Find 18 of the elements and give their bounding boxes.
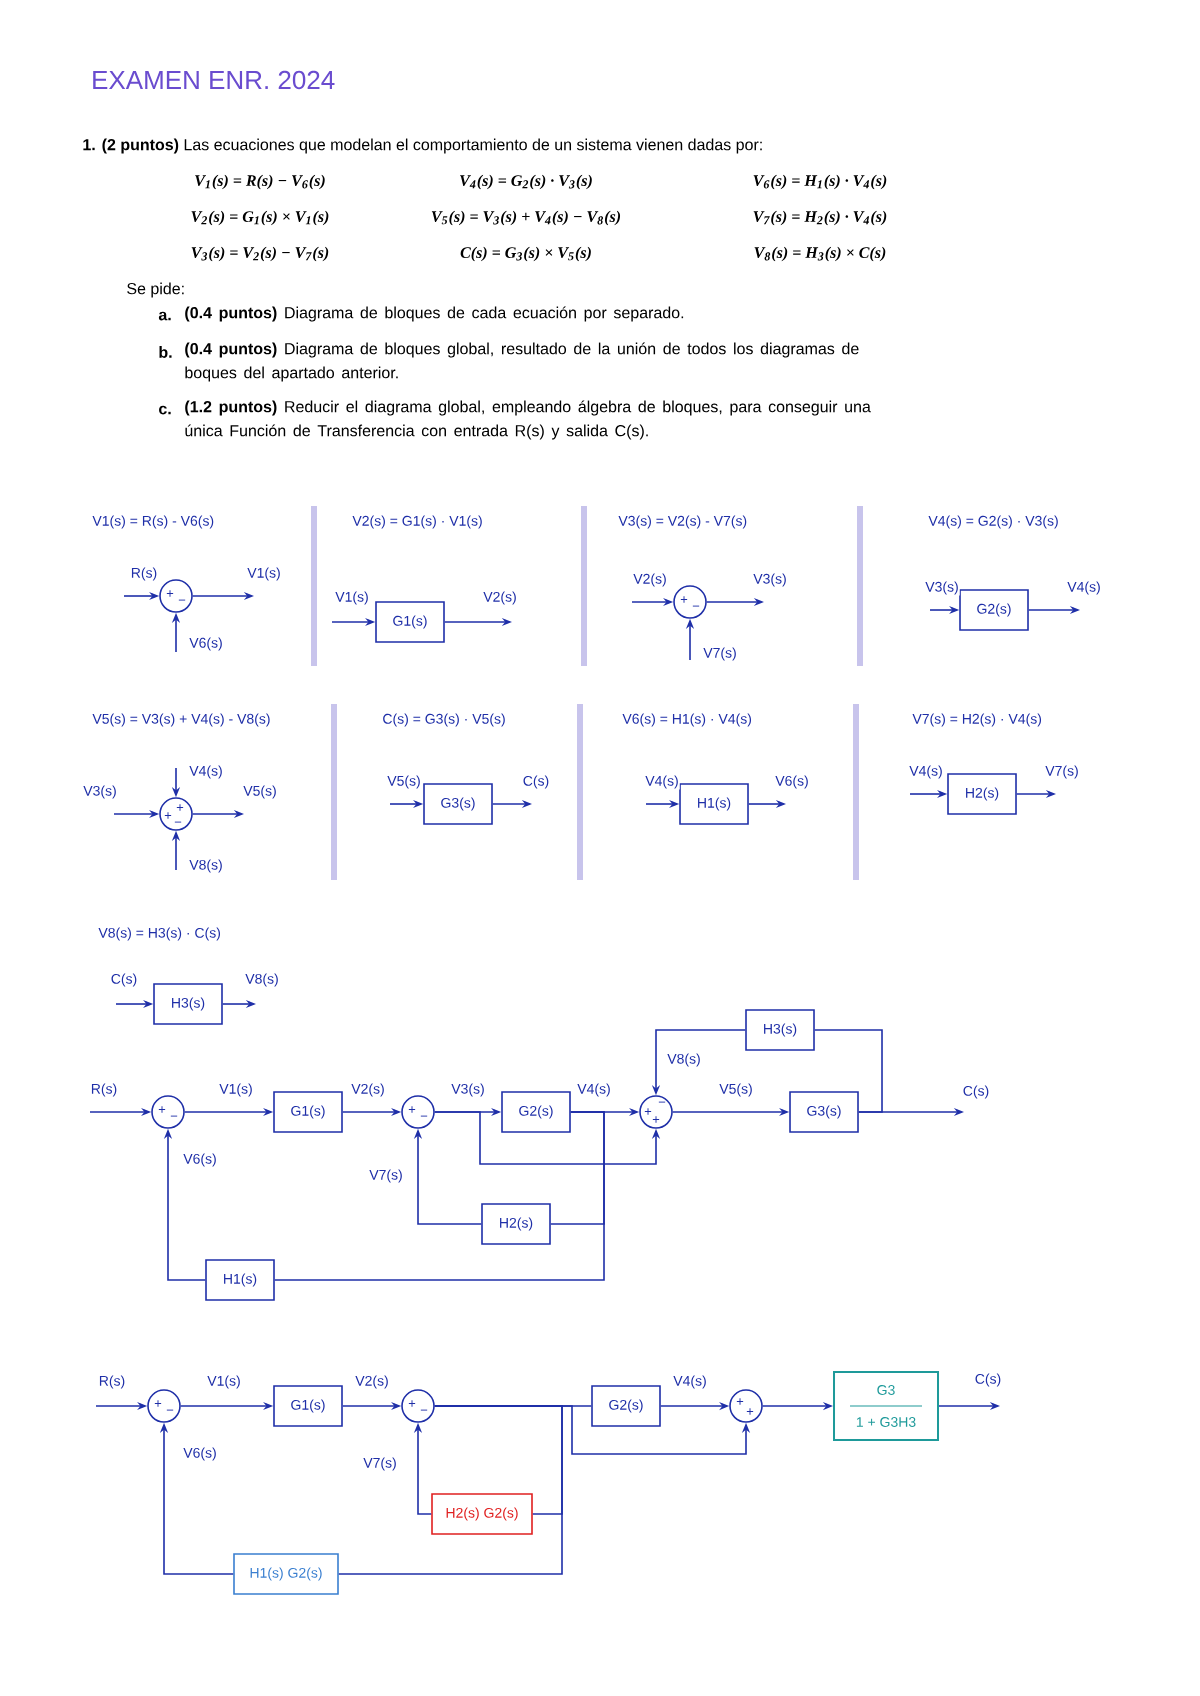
prompt-text: Se pide: <box>127 282 184 298</box>
equation: V$_{8}$(s) = H$_{3}$(s) × C(s) <box>754 246 886 262</box>
item-text: (0.4 puntos) Diagrama de bloques global, resultado de la unión de todos los diagramas de boques del apartado anterior. <box>185 342 859 382</box>
equation: V$_{1}$(s) = R(s) − V$_{6}$(s) <box>195 174 325 190</box>
item-letter: c. <box>159 405 171 415</box>
equation: V$_{4}$(s) = G$_{2}$(s) · V$_{3}$(s) <box>460 174 592 190</box>
item-text: (1.2 puntos) Reducir el diagrama global, empleando álgebra de bloques, para conseguir una única Función de Transferencia con entrada R(s) y salida C(s). <box>185 400 871 440</box>
question-text: 1. (2 puntos) Las ecuaciones que modelan el comportamiento de un sistema vienen dadas por: <box>83 138 762 154</box>
equation: V$_{6}$(s) = H$_{1}$(s) · V$_{4}$(s) <box>753 174 887 190</box>
item-text: (0.4 puntos) Diagrama de bloques de cada ecuación por separado. <box>185 306 684 322</box>
item-letter: a. <box>158 311 171 321</box>
title: EXAMEN ENR. 2024 <box>93 70 335 90</box>
equation: C(s) = G$_{3}$(s) × V$_{5}$(s) <box>460 246 591 262</box>
equation: V$_{7}$(s) = H$_{2}$(s) · V$_{4}$(s) <box>753 210 887 226</box>
item-letter: b. <box>159 346 172 358</box>
equation: V$_{5}$(s) = V$_{3}$(s) + V$_{4}$(s) − V$_{8}$(s) <box>431 210 621 226</box>
equation: V$_{3}$(s) = V$_{2}$(s) − V$_{7}$(s) <box>191 246 329 262</box>
equation: V$_{2}$(s) = G$_{1}$(s) × V$_{1}$(s) <box>191 210 329 226</box>
